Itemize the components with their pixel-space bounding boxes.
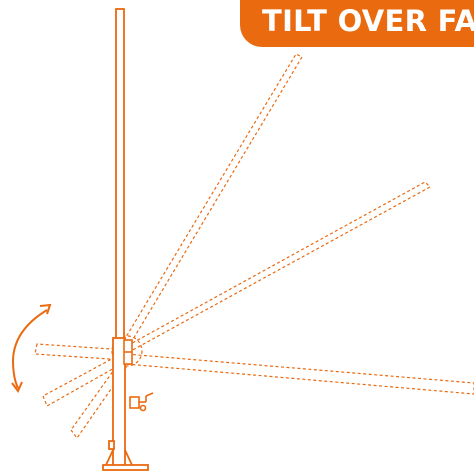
ghost-poles	[34, 53, 474, 440]
hinge-ring	[111, 335, 143, 367]
lower-latch	[108, 440, 115, 450]
ghost-pole-horizontal	[125, 353, 474, 395]
ghost-pole-steep	[122, 53, 303, 347]
hinge-bracket	[123, 339, 133, 365]
header-banner: TILT OVER FA	[240, 0, 474, 47]
banner-title: TILT OVER FA	[262, 4, 474, 38]
ghost-pole-left-3	[70, 359, 128, 440]
pole-shaft	[115, 8, 125, 341]
ghost-pole-mid	[124, 181, 431, 353]
base-gusset	[105, 449, 133, 466]
curved-double-arrow-icon	[11, 303, 52, 393]
base-plate	[102, 464, 149, 471]
winch-crank-icon	[129, 392, 154, 412]
upright-pole	[102, 8, 149, 471]
